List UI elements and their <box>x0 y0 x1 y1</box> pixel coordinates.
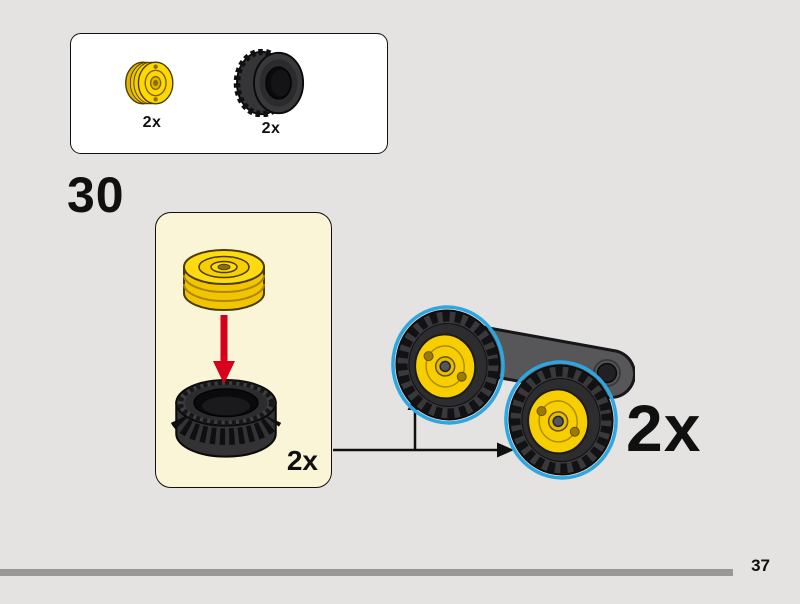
subassembly-box: 2x <box>155 212 332 488</box>
progress-bar <box>0 569 733 576</box>
wheel-assembly-icon <box>391 305 635 480</box>
part-count: 2x <box>261 120 281 137</box>
wheel-hub-top-icon <box>183 249 265 311</box>
parts-callout-box: 2x 2x <box>70 33 388 154</box>
assembly-count: 2x <box>626 391 702 465</box>
step-number: 30 <box>67 167 125 223</box>
subassembly-count: 2x <box>286 445 318 476</box>
right-wheel <box>504 360 618 480</box>
left-wheel <box>391 305 505 425</box>
insert-arrow-icon <box>213 315 235 384</box>
wheel-hub-icon <box>125 61 174 105</box>
part-black-tire: 2x <box>233 49 309 138</box>
tire-top-icon <box>170 378 282 458</box>
part-yellow-wheel-hub: 2x <box>123 55 181 132</box>
part-count: 2x <box>142 114 162 131</box>
tire-icon <box>233 49 305 117</box>
page-number: 37 <box>751 556 770 575</box>
